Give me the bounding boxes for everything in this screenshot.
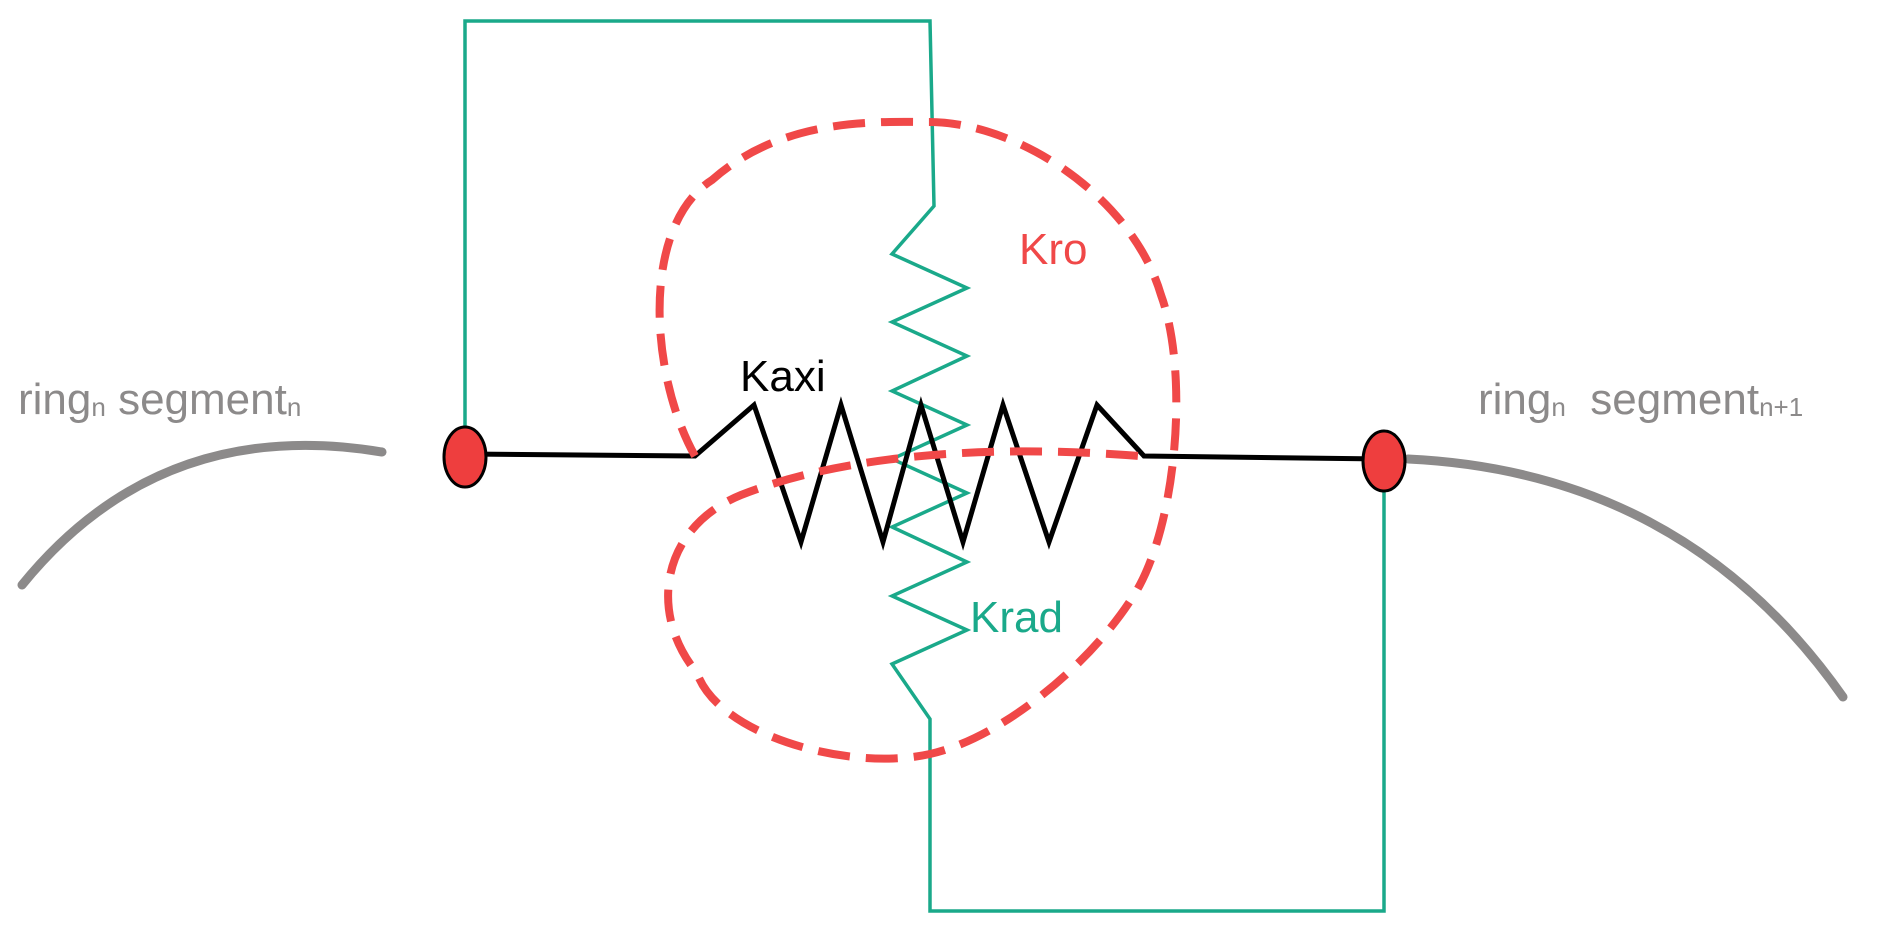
node-right (1361, 429, 1407, 493)
radial-spring-label: Krad (970, 593, 1063, 642)
right-label-ring-subscript: n (1551, 392, 1565, 422)
ring-segment-right-arc (1403, 454, 1848, 702)
left-label-segment-subscript: n (287, 392, 301, 422)
right-segment-label: ringn segmentn+1 (1478, 375, 1803, 424)
ring-segment-left-arc (17, 440, 387, 590)
axial-spring (464, 396, 1385, 551)
radial-spring (463, 19, 1386, 913)
right-label-segment-subscript: n+1 (1759, 392, 1803, 422)
rotational-spring (655, 117, 1181, 763)
node-left (442, 425, 488, 489)
rotational-spring-label: Kro (1019, 225, 1087, 274)
left-segment-label: ringn segmentn (18, 375, 301, 424)
right-label-ring: ring (1478, 375, 1551, 424)
left-label-segment: segment (106, 375, 287, 424)
right-label-segment: segment (1566, 375, 1759, 424)
left-label-ring: ring (18, 375, 91, 424)
left-label-ring-subscript: n (91, 392, 105, 422)
axial-spring-label: Kaxi (740, 352, 826, 401)
